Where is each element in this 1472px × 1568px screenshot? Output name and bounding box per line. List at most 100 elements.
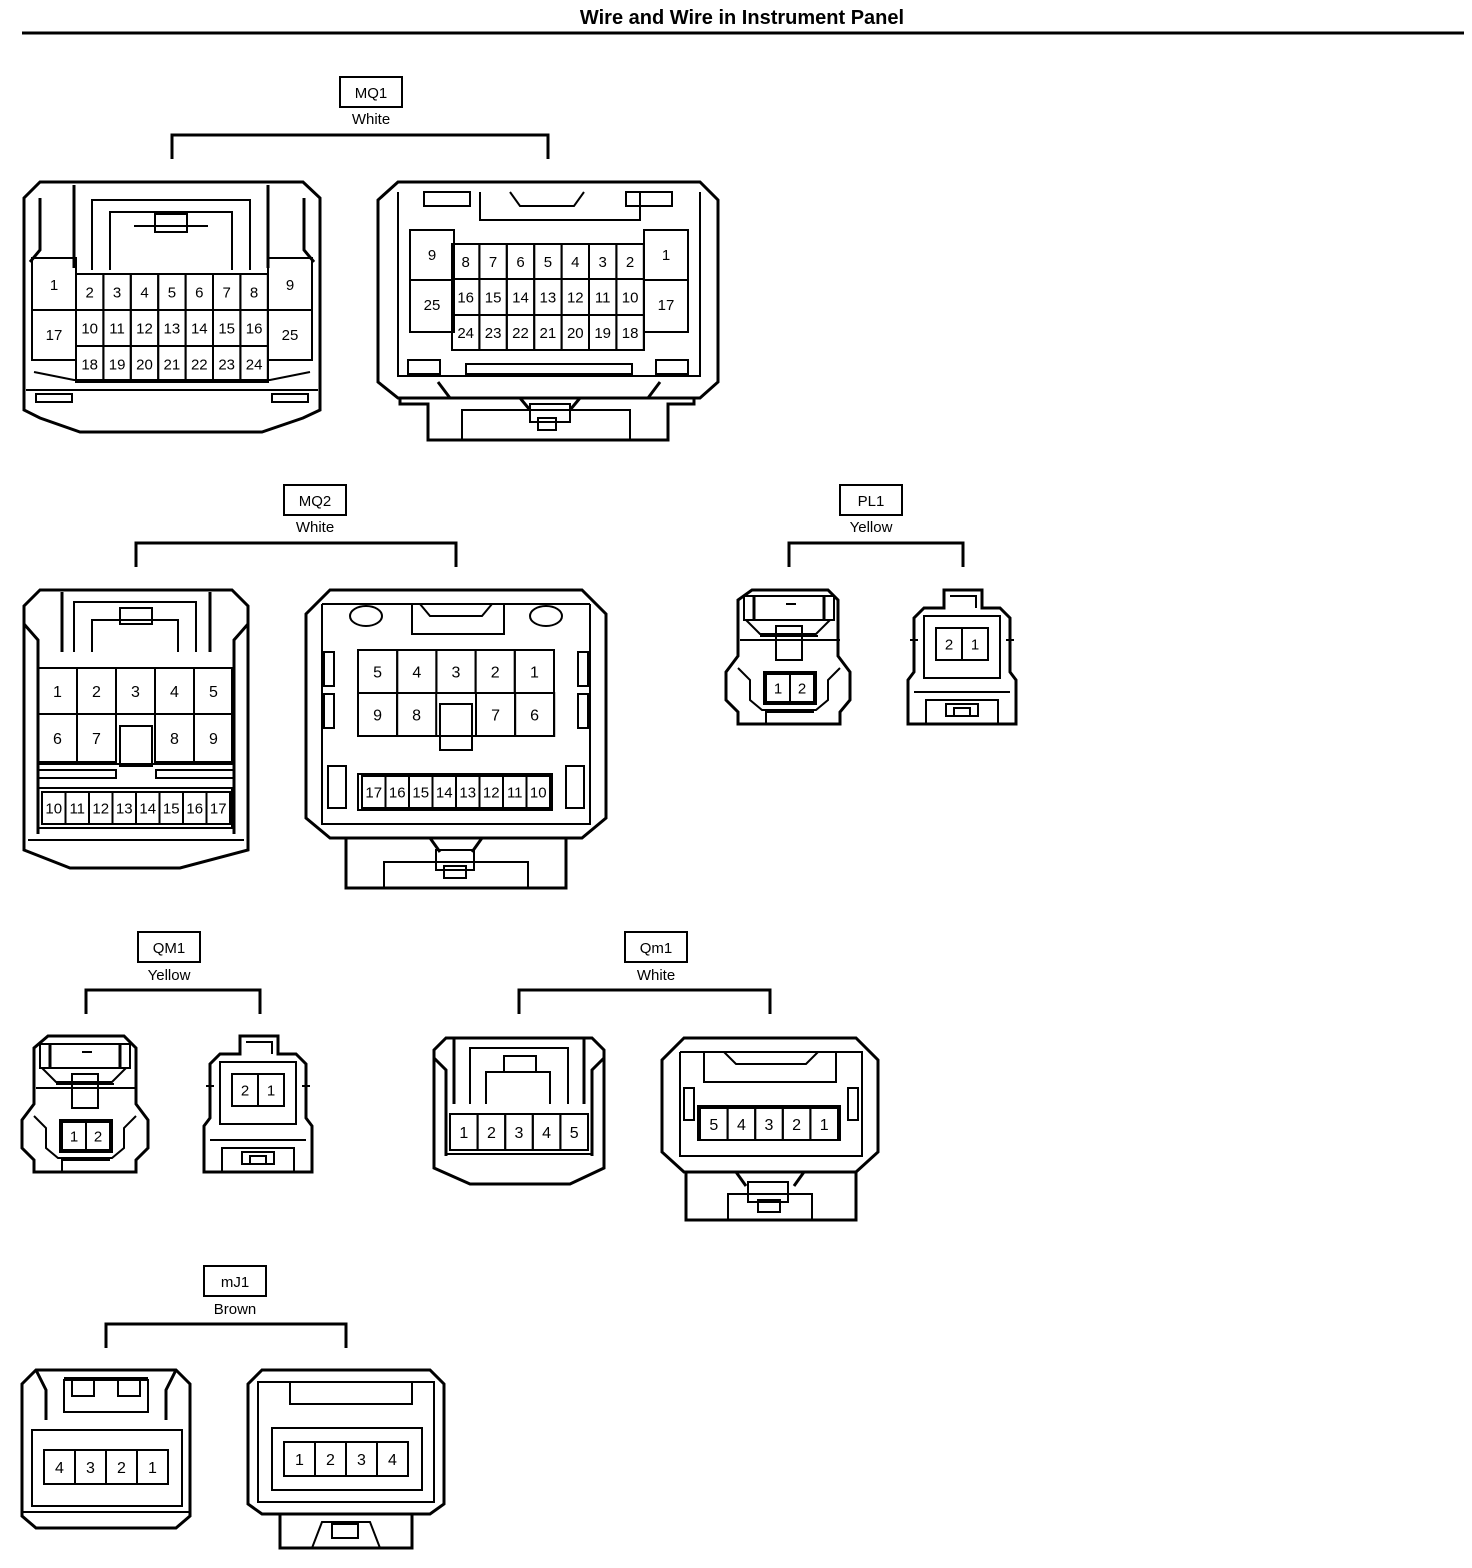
pin-number: 6 [516,254,524,271]
pin-number: 2 [86,284,94,301]
connector-bracket [517,988,772,1014]
connector-body-right [202,1034,314,1174]
connector-code: Qm1 [640,940,673,957]
key-slot [439,703,473,751]
connector-body-left [22,588,250,870]
connector-body-left [22,180,322,434]
connector-body-right [376,180,720,442]
pin-number: 21 [164,356,181,373]
pin-number: 16 [389,784,406,801]
connector-color: Yellow [850,519,893,536]
connector-color: White [296,519,334,536]
pin-number: 10 [622,289,639,306]
pin-number: 5 [709,1117,718,1134]
pin-number: 1 [662,247,670,264]
pin-number: 15 [218,320,235,337]
pin-number: 16 [457,289,474,306]
pin-number: 12 [136,320,153,337]
pin-number: 1 [530,664,539,681]
pin-number: 12 [92,800,109,817]
pin-number: 17 [210,800,227,817]
pin-number: 1 [459,1125,468,1142]
pin-number: 1 [267,1082,275,1099]
pin-number: 4 [170,684,179,701]
pin-number: 9 [428,247,436,264]
pin-number: 14 [512,289,529,306]
pin-cell [193,713,234,763]
pin-number: 5 [544,254,552,271]
connector-color: Brown [214,1301,257,1318]
pin-number: 15 [412,784,429,801]
connector-bracket [104,1322,348,1348]
pin-number: 12 [567,289,584,306]
connector-color: Yellow [148,967,191,984]
pin-number: 20 [567,325,584,342]
pin-number: 2 [487,1125,496,1142]
connector-bracket [170,133,550,159]
pin-number: 13 [459,784,476,801]
pin-number: 8 [250,284,258,301]
pin-number: 23 [218,356,235,373]
pin-cell [76,713,117,763]
pin-number: 11 [507,784,523,801]
pin-cell [396,692,438,737]
pin-number: 4 [388,1452,397,1469]
pin-number: 2 [326,1452,335,1469]
pin-number: 7 [491,707,500,724]
connector-code: mJ1 [221,1274,249,1291]
pin-number: 24 [457,325,474,342]
pin-number: 13 [164,320,181,337]
pin-cell [85,1121,111,1151]
pin-number: 8 [462,254,470,271]
pin-number: 17 [365,784,382,801]
pin-number: 13 [116,800,133,817]
pin-cell [809,1107,840,1141]
pin-cell [205,791,231,825]
connector-code: MQ2 [299,493,332,510]
pin-number: 5 [373,664,382,681]
connector-body-right [246,1368,446,1550]
pin-number: 3 [357,1452,366,1469]
connector-label-box [203,1265,267,1297]
pin-number: 20 [136,356,153,373]
pin-number: 1 [148,1460,157,1477]
pin-number: 8 [170,731,179,748]
pin-number: 1 [774,680,782,697]
pin-number: 9 [373,707,382,724]
connector-body-left [724,588,852,726]
pin-number: 10 [530,784,547,801]
connector-body-right [304,588,608,890]
pin-cell [257,1073,285,1107]
connector-color: White [637,967,675,984]
pin-number: 9 [286,277,294,294]
pin-number: 5 [168,284,176,301]
pin-number: 15 [163,800,180,817]
pin-number: 3 [515,1125,524,1142]
pin-number: 14 [436,784,453,801]
connector-body-right [906,588,1018,726]
pin-number: 11 [69,800,85,817]
connector-body-left [20,1034,150,1174]
pin-cell [239,345,269,383]
pin-number: 3 [452,664,461,681]
pin-number: 17 [46,327,63,344]
pin-number: 14 [139,800,156,817]
pin-number: 2 [792,1117,801,1134]
pin-number: 4 [412,664,421,681]
pin-number: 2 [491,664,500,681]
connector-body-left [432,1036,606,1186]
pin-number: 22 [512,325,529,342]
pin-cell [961,627,989,661]
pin-number: 8 [412,707,421,724]
